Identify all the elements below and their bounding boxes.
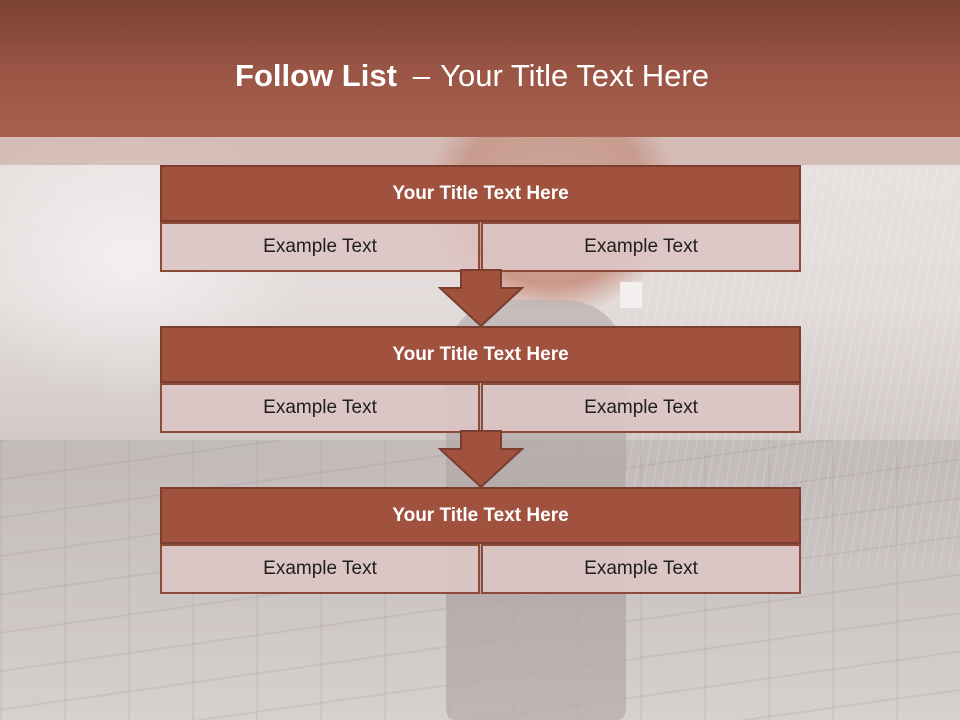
- flow-block-title: Your Title Text Here: [160, 165, 801, 222]
- flow-block-right-cell: Example Text: [481, 383, 801, 433]
- flow-block-right-cell: Example Text: [481, 222, 801, 272]
- slide-title-bold: Follow List: [235, 58, 397, 93]
- down-arrow-icon: [438, 430, 524, 489]
- header-band: [0, 0, 960, 137]
- slide-title-rest: Your Title Text Here: [440, 58, 709, 93]
- flow-block-left-cell: Example Text: [160, 544, 480, 594]
- down-arrow-icon: [438, 269, 524, 328]
- flow-block-title: Your Title Text Here: [160, 487, 801, 544]
- flow-block-left-cell: Example Text: [160, 383, 480, 433]
- slide-title-separator: –: [412, 58, 431, 93]
- flow-block-title: Your Title Text Here: [160, 326, 801, 383]
- background-figure-shirt: [620, 282, 642, 308]
- header-strip: [0, 137, 960, 165]
- slide-title: Follow List–Your Title Text Here: [0, 55, 944, 97]
- flow-block-right-cell: Example Text: [481, 544, 801, 594]
- flow-block-left-cell: Example Text: [160, 222, 480, 272]
